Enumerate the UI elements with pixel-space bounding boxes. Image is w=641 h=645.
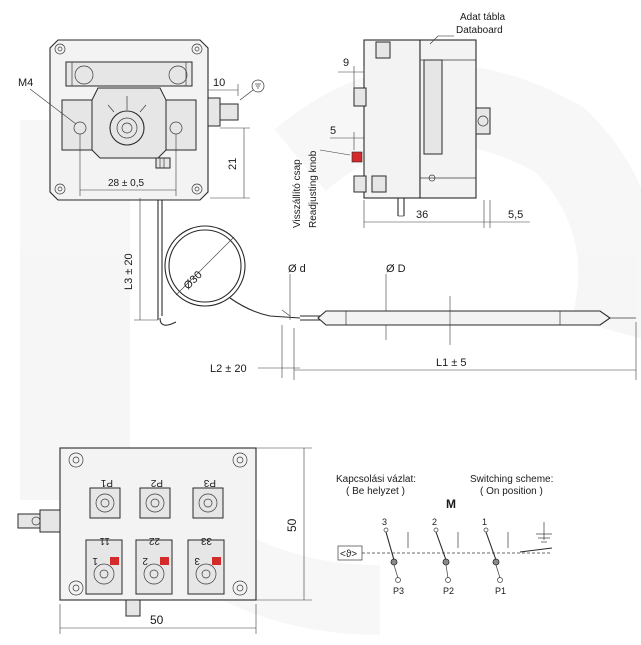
sensor-bulb: [300, 296, 636, 345]
pole-2: 2: [432, 517, 437, 527]
scheme-output-p1: P1: [495, 586, 506, 596]
terminal-code-33: 33: [200, 535, 212, 546]
label-m4: M4: [18, 77, 33, 89]
pole-3: 3: [382, 517, 387, 527]
terminal-code-22: 22: [148, 535, 160, 546]
dim-l1: L1 ± 5: [436, 357, 467, 369]
scheme-title-en: Switching scheme:: [470, 474, 553, 485]
pole-1: 1: [482, 517, 487, 527]
dim-36: 36: [416, 209, 428, 221]
label-data-plate: Adat tábla: [460, 12, 505, 23]
scheme-theta: <ϑ>: [340, 549, 357, 560]
dim-l2: L2 ± 20: [210, 363, 247, 375]
terminal-code-11: 11: [99, 535, 110, 546]
scheme-output-p3: P3: [393, 586, 404, 596]
dim-o30: Ø30: [182, 269, 205, 292]
dim-9: 9: [343, 57, 349, 69]
label-readjust-hu: Visszállító csap: [292, 159, 303, 228]
label-readjust-en: Readjusting knob: [308, 150, 319, 228]
dim-oD: Ø D: [386, 263, 406, 275]
dim-l3: L3 ± 20: [123, 253, 135, 290]
terminal-num-2: 2: [142, 555, 148, 566]
scheme-title-hu: Kapcsolási vázlat:: [336, 474, 416, 485]
label-databoard: Databoard: [456, 25, 503, 36]
dim-5: 5: [330, 125, 336, 137]
dim-28: 28 ± 0,5: [108, 178, 145, 189]
dim-50-height: 50: [285, 518, 299, 532]
switching-scheme: [337, 522, 553, 583]
bottom-view: [17, 447, 257, 617]
terminal-num-1: 1: [92, 555, 98, 566]
dim-21: 21: [227, 158, 239, 170]
scheme-sub-en: ( On position ): [480, 486, 543, 497]
dim-10: 10: [213, 77, 225, 89]
scheme-m: M: [446, 497, 456, 511]
front-view: [49, 39, 265, 320]
terminal-p3: P3: [203, 477, 216, 488]
dim-5-5: 5,5: [508, 209, 523, 221]
terminal-num-3: 3: [194, 555, 200, 566]
side-view: [351, 39, 491, 217]
scheme-output-p2: P2: [443, 586, 454, 596]
scheme-sub-hu: ( Be helyzet ): [346, 486, 405, 497]
dim-50-width: 50: [150, 613, 164, 627]
terminal-p1: P1: [100, 477, 113, 488]
terminal-p2: P2: [150, 477, 163, 488]
dim-od: Ø d: [288, 263, 306, 275]
